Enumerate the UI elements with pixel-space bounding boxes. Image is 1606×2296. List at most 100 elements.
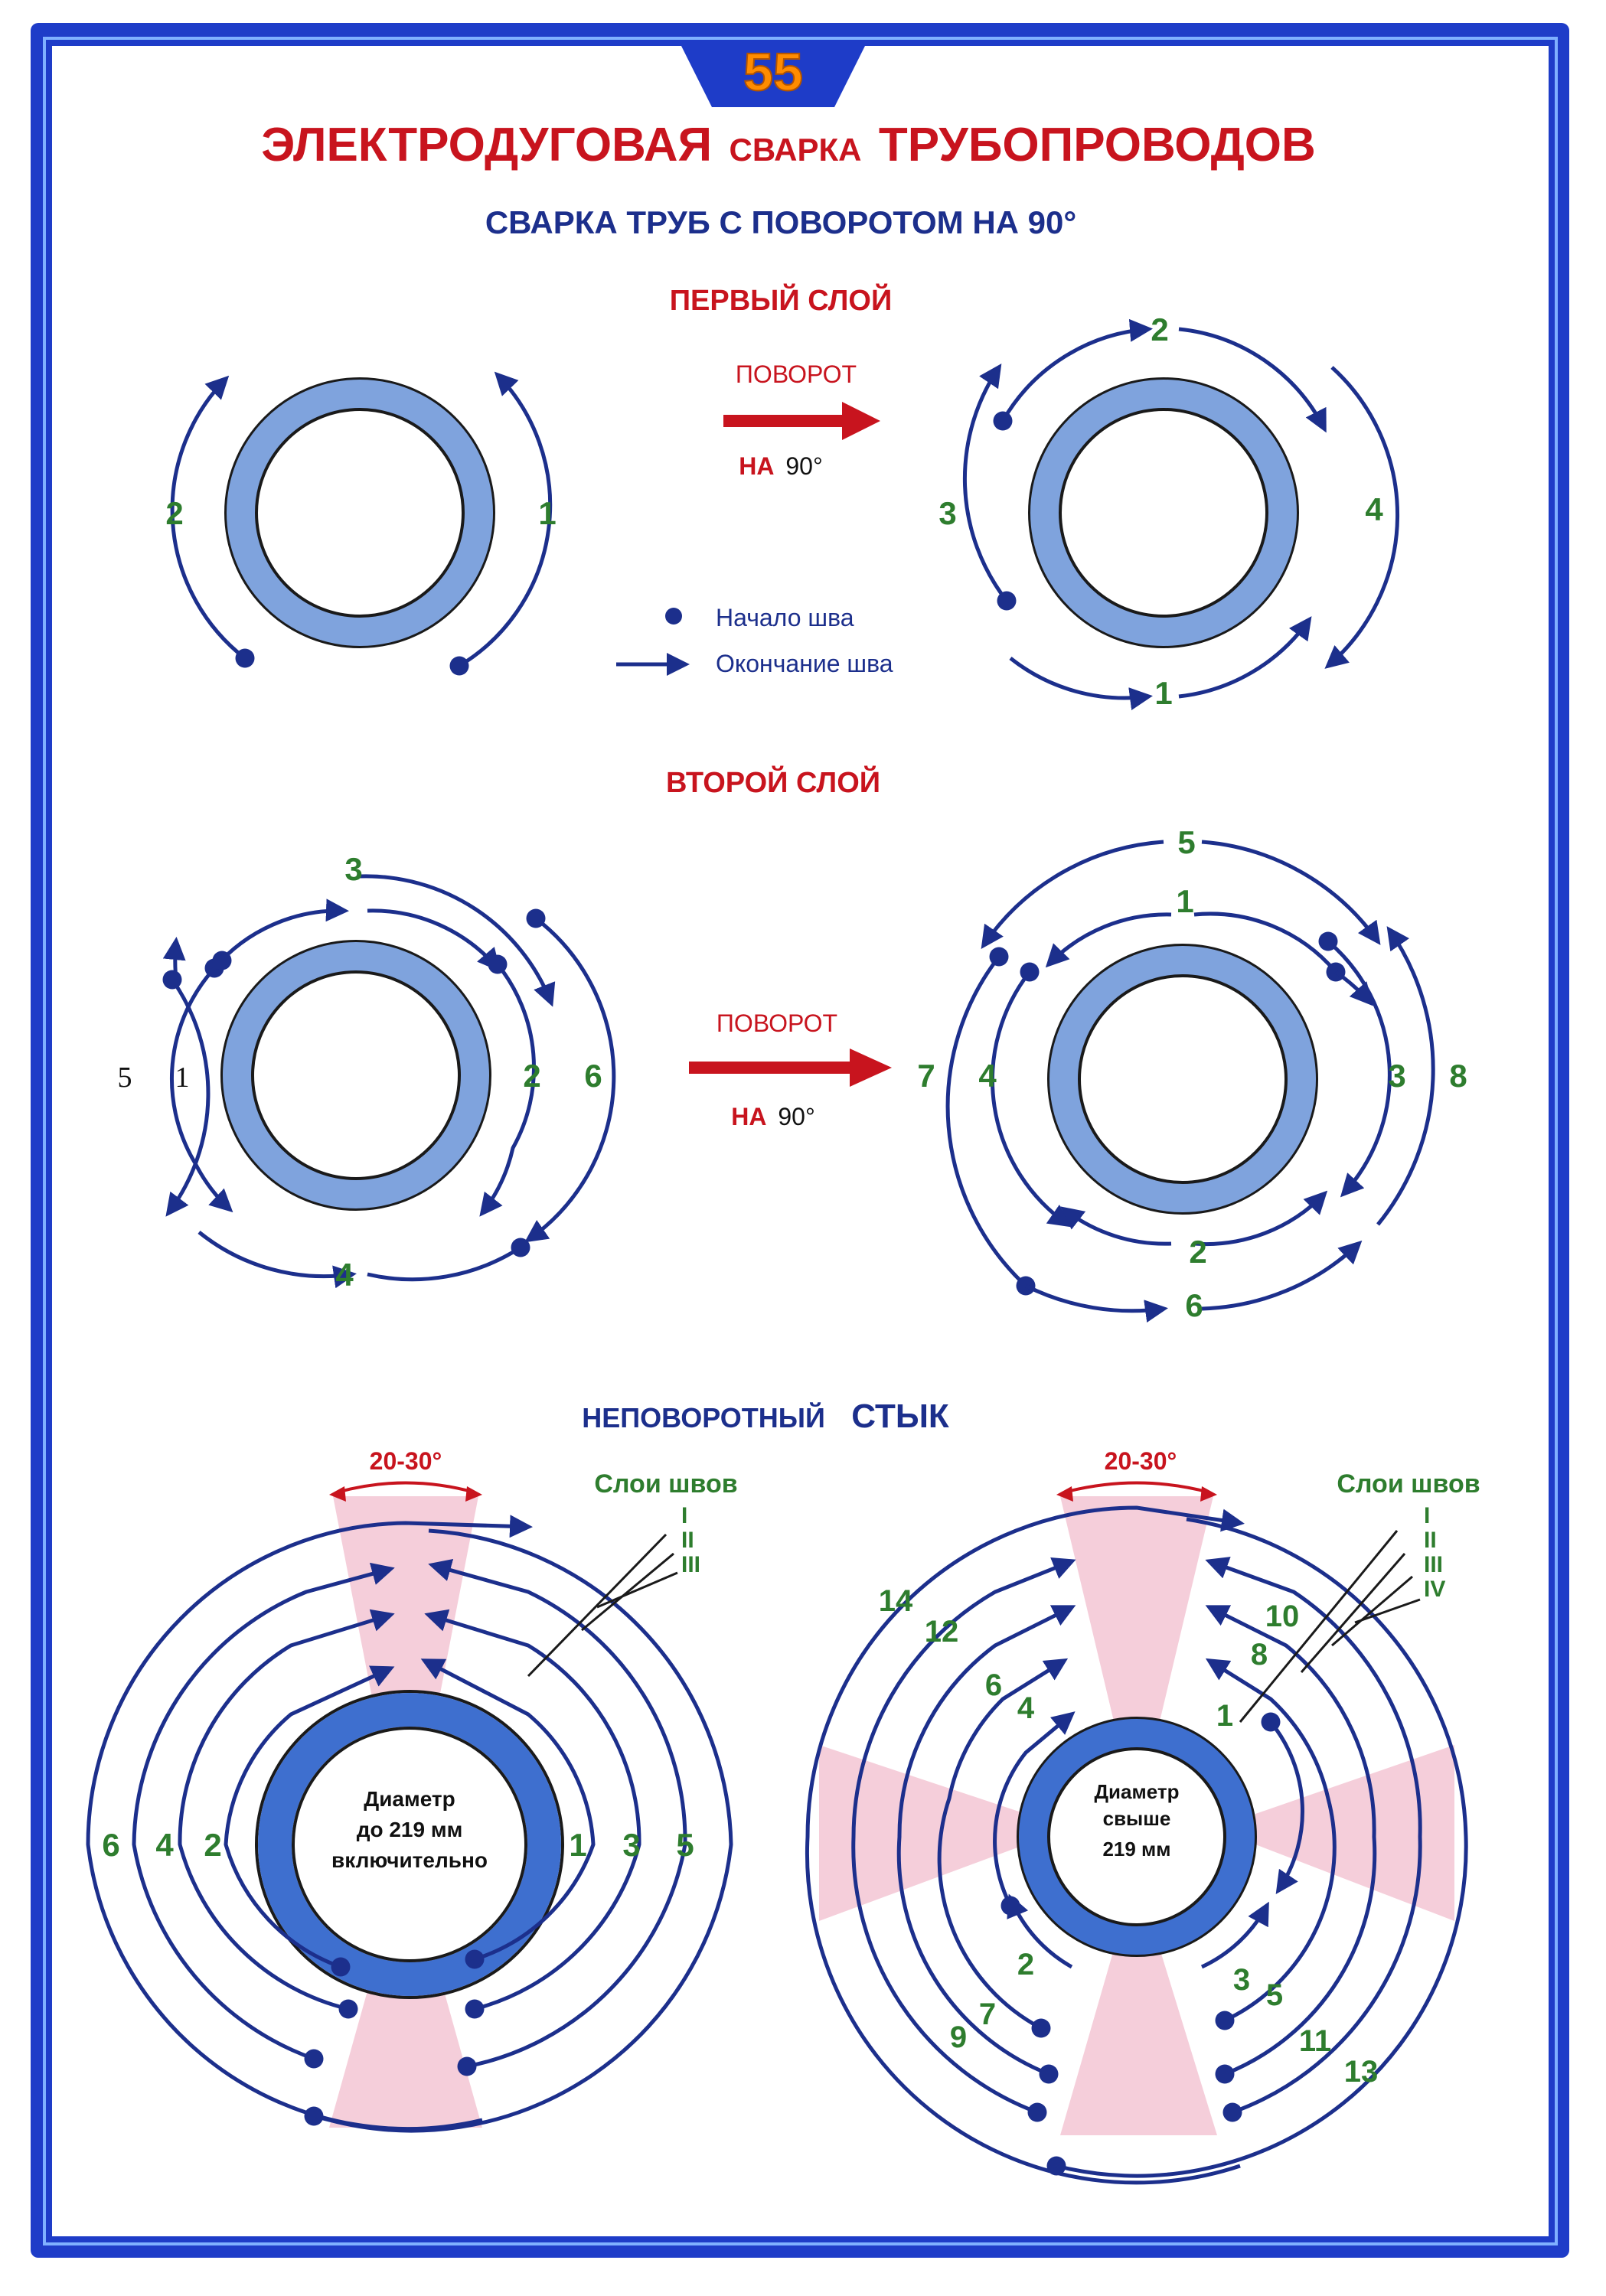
seam-arrow <box>1009 657 1153 710</box>
seam-label: 4 <box>1017 1691 1035 1725</box>
seam-label: 1 <box>1176 883 1193 919</box>
center-text: Диаметр <box>364 1787 455 1811</box>
seam-arrow <box>1334 970 1373 1006</box>
seam-arrow <box>1178 327 1327 433</box>
seam-arrow <box>428 1559 687 2076</box>
seam-label: 12 <box>925 1615 959 1649</box>
seam-arrow <box>962 364 1017 611</box>
layers-title: Слои швов <box>594 1469 737 1499</box>
legend-start-dot <box>665 608 682 625</box>
seam-label: 3 <box>344 851 362 887</box>
seam-arrow <box>178 1609 395 2019</box>
seam-arrow <box>1060 1206 1172 1246</box>
seam-arrow <box>1324 366 1400 669</box>
legend-end-label: Окончание шва <box>716 650 893 677</box>
seam-arrow <box>1045 912 1172 968</box>
center-text: свыше <box>1103 1807 1171 1830</box>
seam-label: 5 <box>1177 824 1195 860</box>
seam-label: 2 <box>523 1058 540 1094</box>
seam-label: 6 <box>102 1827 119 1863</box>
seam-label: 4 <box>978 1058 997 1094</box>
seam-label: 2 <box>165 495 183 531</box>
center-text: 219 мм <box>1102 1838 1170 1861</box>
seam-label: 3 <box>938 495 956 531</box>
layer-roman: I <box>681 1503 687 1528</box>
angle-label: 20-30° <box>370 1447 442 1475</box>
layer-pointer <box>1354 1598 1421 1624</box>
layer-pointer <box>596 1571 678 1609</box>
page-title: ЭЛЕКТРОДУГОВАЯ СВАРКА ТРУБОПРОВОДОВ <box>261 119 1316 171</box>
seam-arrow <box>981 840 1164 949</box>
center-text: Диаметр <box>1095 1780 1180 1803</box>
seam-arrow <box>197 1231 357 1289</box>
seam-label: 13 <box>1344 2055 1379 2089</box>
seam-label: 4 <box>335 1257 354 1293</box>
section2-heading: ВТОРОЙ СЛОЙ <box>666 765 880 799</box>
seam-arrow <box>993 1711 1076 1916</box>
legend-start-label: Начало шва <box>716 604 854 631</box>
seam-label: 4 <box>155 1827 174 1863</box>
seam-arrow <box>1261 1712 1304 1894</box>
frame-highlight <box>43 37 1558 2245</box>
welding-zone-right <box>1255 1745 1454 1921</box>
seam-arrow <box>1205 1557 1422 2122</box>
layer-roman: I <box>1424 1503 1430 1528</box>
seam-arrow <box>304 1528 733 2133</box>
seam-label: 1 <box>538 495 556 531</box>
seam-label: 3 <box>622 1827 640 1863</box>
seam-arrow <box>367 1238 530 1282</box>
layer-pointer <box>581 1552 674 1632</box>
seam-arrow <box>162 970 211 1217</box>
pipe-section2-left <box>220 940 491 1211</box>
page-number: 55 <box>743 42 803 102</box>
angle-arc <box>1063 1481 1210 1494</box>
seam-label: 2 <box>1017 1948 1034 1981</box>
layer-roman: III <box>681 1552 700 1577</box>
seam-label: 3 <box>1388 1058 1405 1094</box>
seam-arrow <box>1205 1658 1337 2030</box>
seam-label: 8 <box>1449 1058 1467 1094</box>
seam-label: 6 <box>985 1668 1002 1702</box>
seam-label: 11 <box>1299 2024 1331 2058</box>
seam-label: 4 <box>1365 491 1383 527</box>
welding-zone-bottom <box>1060 1936 1217 2135</box>
fixed-joint-right: 20-30° Диаметр свыше 219 мм Слои швов I … <box>805 1447 1480 2185</box>
seam-arrow <box>1201 1240 1363 1311</box>
seam-arrow <box>132 1562 395 2069</box>
section3-heading: НЕПОВОРОТНЫЙ СТЫК <box>582 1397 949 1435</box>
seam-arrow <box>1318 931 1392 1198</box>
page-tab <box>681 46 865 107</box>
layer-pointer <box>1239 1530 1399 1723</box>
rotate-label: ПОВОРОТ <box>736 360 857 388</box>
fixed-joint-left: 20-30° Диаметр до 219 мм включительно Сл… <box>86 1447 738 2133</box>
layer-roman: II <box>1424 1528 1437 1553</box>
seam-arrow <box>1024 1283 1168 1323</box>
seam-label: 3 <box>1233 1963 1250 1997</box>
layers-title: Слои швов <box>1337 1469 1480 1499</box>
seam-label: 5 <box>1266 1978 1283 2012</box>
seam-label: 14 <box>879 1584 913 1618</box>
seam-arrow <box>170 375 255 668</box>
rotate-arrowhead <box>842 402 880 440</box>
layer-roman: II <box>681 1528 694 1553</box>
layer-pointer <box>1331 1575 1413 1647</box>
seam-arrow <box>1193 1190 1328 1247</box>
seam-label: 1 <box>175 1062 190 1094</box>
seam-label: 1 <box>1216 1699 1233 1733</box>
seam-arrow <box>945 947 1036 1296</box>
welding-zone-top <box>1060 1496 1213 1737</box>
seam-label: 5 <box>118 1062 132 1094</box>
rotate-angle: НА 90° <box>739 452 823 480</box>
rotate-label: ПОВОРОТ <box>716 1009 837 1037</box>
seam-arrow <box>937 1658 1069 2038</box>
seam-arrow <box>449 371 553 676</box>
seam-arrow <box>1178 616 1312 699</box>
seam-arrow <box>1376 926 1435 1226</box>
seam-label: 2 <box>204 1827 221 1863</box>
seam-label: 5 <box>676 1827 694 1863</box>
seam-label: 7 <box>979 1998 996 2031</box>
welding-zone-bottom <box>329 1936 482 2128</box>
seam-arrow <box>1046 1517 1468 2178</box>
seam-label: 6 <box>1185 1287 1203 1323</box>
rotate-angle: НА 90° <box>731 1103 815 1130</box>
